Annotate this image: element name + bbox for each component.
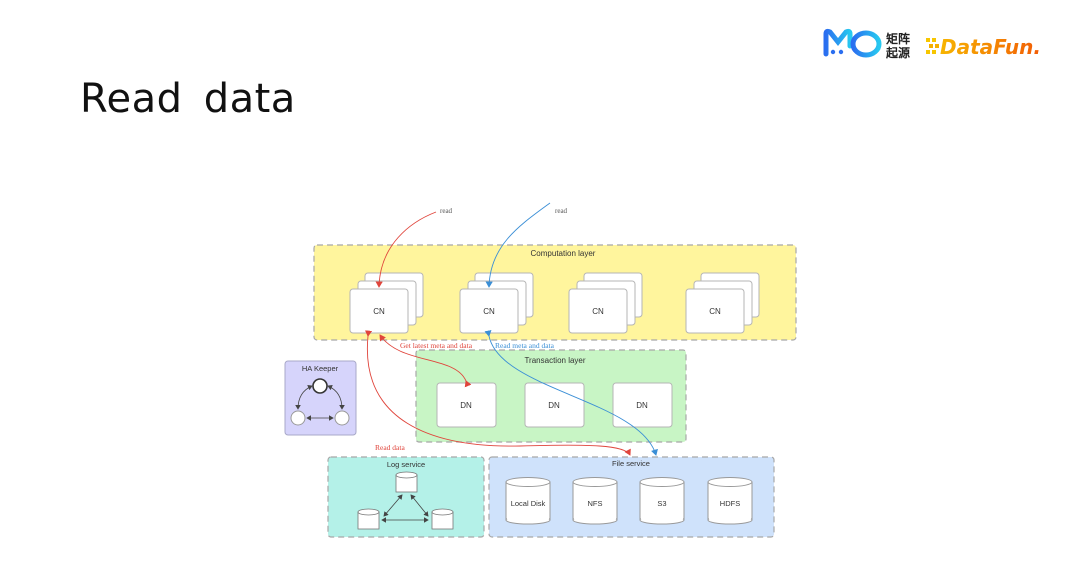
computation-layer-label: Computation layer [531,249,596,258]
ha-follower-node-icon [334,410,350,426]
read-arrow-red: read [375,207,453,288]
storage-s3-icon: S3 [639,477,685,525]
computation-layer: Computation layer CN CN CN CN [313,244,797,341]
datafun-dots-icon [926,38,939,54]
log-service: Log service [327,456,485,538]
cn-node-stack: CN [568,272,643,334]
read-label: read [440,207,453,215]
matrixorigin-logo-icon [823,28,882,58]
file-service-label: File service [612,459,650,468]
file-service: File service Local Disk NFS S3 [488,456,775,538]
cn-node-stack: CN [685,272,760,334]
mo-chinese-top: 矩阵 [885,31,910,46]
storage-label: S3 [657,499,666,508]
storage-nfs-icon: NFS [572,477,618,525]
dn-node-label: DN [548,401,560,410]
storage-hdfs-icon: HDFS [707,477,753,525]
datafun-logo-text: DataFun. [940,35,1041,59]
cn-node-label: CN [373,307,385,316]
get-latest-label: Get latest meta and data [400,341,473,350]
read-label: read [555,207,568,215]
cn-node-label: CN [709,307,721,316]
dn-node-label: DN [636,401,648,410]
cn-node-stack: CN [349,272,424,334]
cn-node-stack: CN [459,272,534,334]
log-database-icon [431,508,454,530]
ha-leader-node-icon [312,378,328,394]
storage-label: HDFS [720,499,740,508]
ha-follower-node-icon [290,410,306,426]
slide-title: Read data [80,76,296,122]
storage-label: Local Disk [511,499,546,508]
transaction-layer: Transaction layer DN DN DN [415,349,687,443]
ha-keeper: HA Keeper [284,360,357,436]
storage-label: NFS [588,499,603,508]
mo-chinese-bottom: 起源 [885,45,910,60]
ha-keeper-label: HA Keeper [302,364,339,373]
read-data-arrow: Read data [364,330,631,456]
logo-svg: 矩阵 起源 DataFun. [823,28,1041,60]
log-service-label: Log service [387,460,425,469]
logo-group: 矩阵 起源 DataFun. [822,26,1072,62]
cn-node-label: CN [592,307,604,316]
read-arrow-blue: read [485,202,568,288]
cn-node-label: CN [483,307,495,316]
read-data-label: Read data [375,443,405,452]
transaction-layer-label: Transaction layer [524,356,585,365]
dn-node-label: DN [460,401,472,410]
storage-local-disk-icon: Local Disk [505,477,551,525]
read-meta-label: Read meta and data [495,341,555,350]
log-database-icon [357,508,380,530]
log-database-icon [395,471,418,493]
